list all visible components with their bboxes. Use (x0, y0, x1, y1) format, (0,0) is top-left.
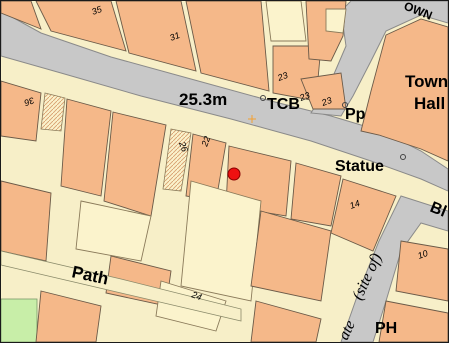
building-s1 (1, 80, 42, 142)
label-ate: ate (335, 318, 359, 342)
building-se2 (378, 300, 448, 342)
building-n4 (185, 1, 270, 92)
pp-point-icon (342, 102, 348, 108)
label-tcb: TCB (267, 96, 300, 113)
label-distance: 25.3m (179, 90, 227, 109)
label-pp: Pp (345, 106, 366, 123)
building-s5 (162, 128, 192, 192)
building-n3 (115, 1, 197, 72)
location-marker-icon[interactable] (227, 167, 241, 181)
house-number-23-b: 23 (297, 90, 311, 103)
label-hall: Hall (414, 94, 445, 113)
house-number-10: 10 (416, 248, 429, 261)
building-s9 (330, 178, 397, 252)
tcb-point-icon (260, 95, 266, 101)
building-sw6 (250, 300, 322, 342)
house-number-23-c: 23 (319, 95, 333, 108)
centre-cross-icon (248, 115, 256, 123)
building-s2 (40, 92, 66, 132)
house-number-31: 31 (168, 30, 181, 43)
yard-west (75, 200, 152, 262)
building-se1 (395, 240, 448, 302)
yard-centre (180, 180, 262, 302)
label-ph: PH (375, 320, 397, 337)
building-n1 (1, 1, 42, 30)
label-statue: Statue (335, 158, 384, 175)
building-n8 (325, 8, 347, 34)
town-hall-building (360, 18, 448, 162)
house-number-23-a: 23 (275, 70, 289, 83)
building-sw5 (250, 210, 332, 302)
label-bl: Bl (428, 199, 448, 221)
north-road (310, 1, 448, 117)
building-n2 (35, 1, 127, 52)
path-lane (1, 250, 242, 322)
building-sw2 (35, 290, 102, 342)
building-n5 (265, 1, 307, 42)
house-number-24: 24 (189, 289, 203, 302)
statue-point-icon (400, 154, 406, 160)
main-road (1, 10, 448, 192)
house-number-35: 35 (90, 4, 104, 17)
house-number-22: 22 (199, 135, 212, 149)
building-n9 (300, 72, 347, 110)
house-number-14: 14 (348, 198, 361, 211)
grass-area (1, 298, 38, 342)
building-s3 (60, 98, 112, 197)
label-town: Town (405, 72, 448, 91)
building-sw1 (1, 180, 52, 262)
house-number-36: 36 (23, 95, 36, 108)
building-s8 (290, 162, 342, 227)
house-number-26: 26 (177, 139, 190, 153)
